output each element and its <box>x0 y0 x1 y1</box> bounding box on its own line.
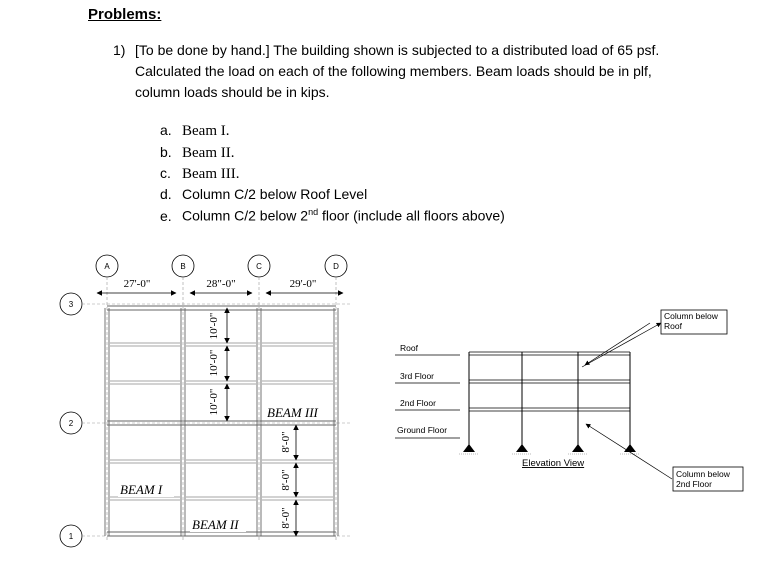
list-item-a: a. Beam I. <box>160 122 229 140</box>
list-item-b: b. Beam II. <box>160 144 234 162</box>
list-text: Beam III. <box>182 166 240 182</box>
column-grid-bubbles <box>95 254 348 278</box>
grid-labels: A B C D 3 2 1 <box>69 262 339 541</box>
span-label-cd: 29'-0" <box>290 278 317 290</box>
elevation-title: Elevation View <box>522 458 584 469</box>
beam-1-label: BEAM I <box>120 482 163 497</box>
list-item-c: c. Beam III. <box>160 165 239 183</box>
pin-support-icon <box>463 444 475 452</box>
callout-bottom-line-2: 2nd Floor <box>676 479 712 489</box>
list-letter: b. <box>160 144 172 160</box>
floor-plan <box>59 254 352 548</box>
list-text: Beam II. <box>182 145 235 161</box>
infill-beams <box>110 342 333 501</box>
level-2nd-floor: 2nd Floor <box>400 398 436 408</box>
bay-label-upper-2: 10'-0" <box>208 350 220 377</box>
callout-top-box <box>660 309 728 335</box>
girders <box>104 305 339 537</box>
pin-support-icon <box>516 444 528 452</box>
grid-label-3: 3 <box>69 300 74 309</box>
list-text: Beam I. <box>182 123 230 139</box>
span-label-bc: 28"-0" <box>206 278 235 290</box>
pin-support-icon <box>572 444 584 452</box>
pin-support-icon <box>624 444 636 452</box>
list-text-pre: Column C/2 below 2 <box>182 207 309 224</box>
problem-statement-line-2: Calculated the load on each of the follo… <box>135 63 652 79</box>
level-3rd-floor: 3rd Floor <box>400 371 434 381</box>
callout-bottom-line-1: Column below <box>676 469 731 479</box>
callout-top-line-2: Roof <box>664 321 683 331</box>
grid-label-b: B <box>180 262 185 271</box>
list-item-e: e. Column C/2 below 2nd floor (include al… <box>160 207 505 224</box>
list-text-post: floor (include all floors above) <box>318 207 505 224</box>
bay-dimensions <box>224 307 299 537</box>
list-letter: c. <box>160 165 171 181</box>
support-icons <box>463 444 636 452</box>
level-roof: Roof <box>400 343 419 353</box>
beam-3-label: BEAM III <box>267 405 319 420</box>
bay-label-lower-2: 8'-0" <box>280 469 292 490</box>
grid-label-d: D <box>333 262 339 271</box>
beam-2-label: BEAM II <box>192 517 239 532</box>
list-letter: d. <box>160 186 172 202</box>
elevation-view <box>395 322 673 480</box>
span-label-ab: 27'-0" <box>124 278 151 290</box>
bay-labels: 10'-0" 10'-0" 10'-0" 8'-0" 8'-0" 8'-0" <box>208 313 292 529</box>
beam-labels: BEAM III BEAM I BEAM II <box>118 404 324 532</box>
grid-label-2: 2 <box>69 419 74 428</box>
list-letter: a. <box>160 122 172 138</box>
callout-top-line-1: Column below <box>664 311 719 321</box>
list-letter: e. <box>160 207 172 224</box>
grid-label-1: 1 <box>69 532 74 541</box>
bay-label-lower-1: 8'-0" <box>280 431 292 452</box>
grid-label-a: A <box>104 262 110 271</box>
elevation-text: Roof 3rd Floor 2nd Floor Ground Floor El… <box>397 311 731 489</box>
problems-heading: Problems: <box>88 6 162 23</box>
problem-statement-line-3: column loads should be in kips. <box>135 84 330 100</box>
bay-label-upper-3: 10'-0" <box>208 389 220 416</box>
bay-label-lower-3: 8'-0" <box>280 507 292 528</box>
grid-label-c: C <box>256 262 262 271</box>
callout-bottom-box <box>672 466 744 492</box>
problem-number: 1) <box>113 42 126 58</box>
level-ground-floor: Ground Floor <box>397 425 447 435</box>
span-labels: 27'-0" 28"-0" 29'-0" <box>124 278 317 290</box>
list-item-d: d. Column C/2 below Roof Level <box>160 186 367 202</box>
bay-label-upper-1: 10'-0" <box>208 313 220 340</box>
problem-statement-line-1: [To be done by hand.] The building shown… <box>135 42 660 58</box>
list-text: Column C/2 below Roof Level <box>182 186 368 202</box>
list-text-sup: nd <box>308 207 319 217</box>
